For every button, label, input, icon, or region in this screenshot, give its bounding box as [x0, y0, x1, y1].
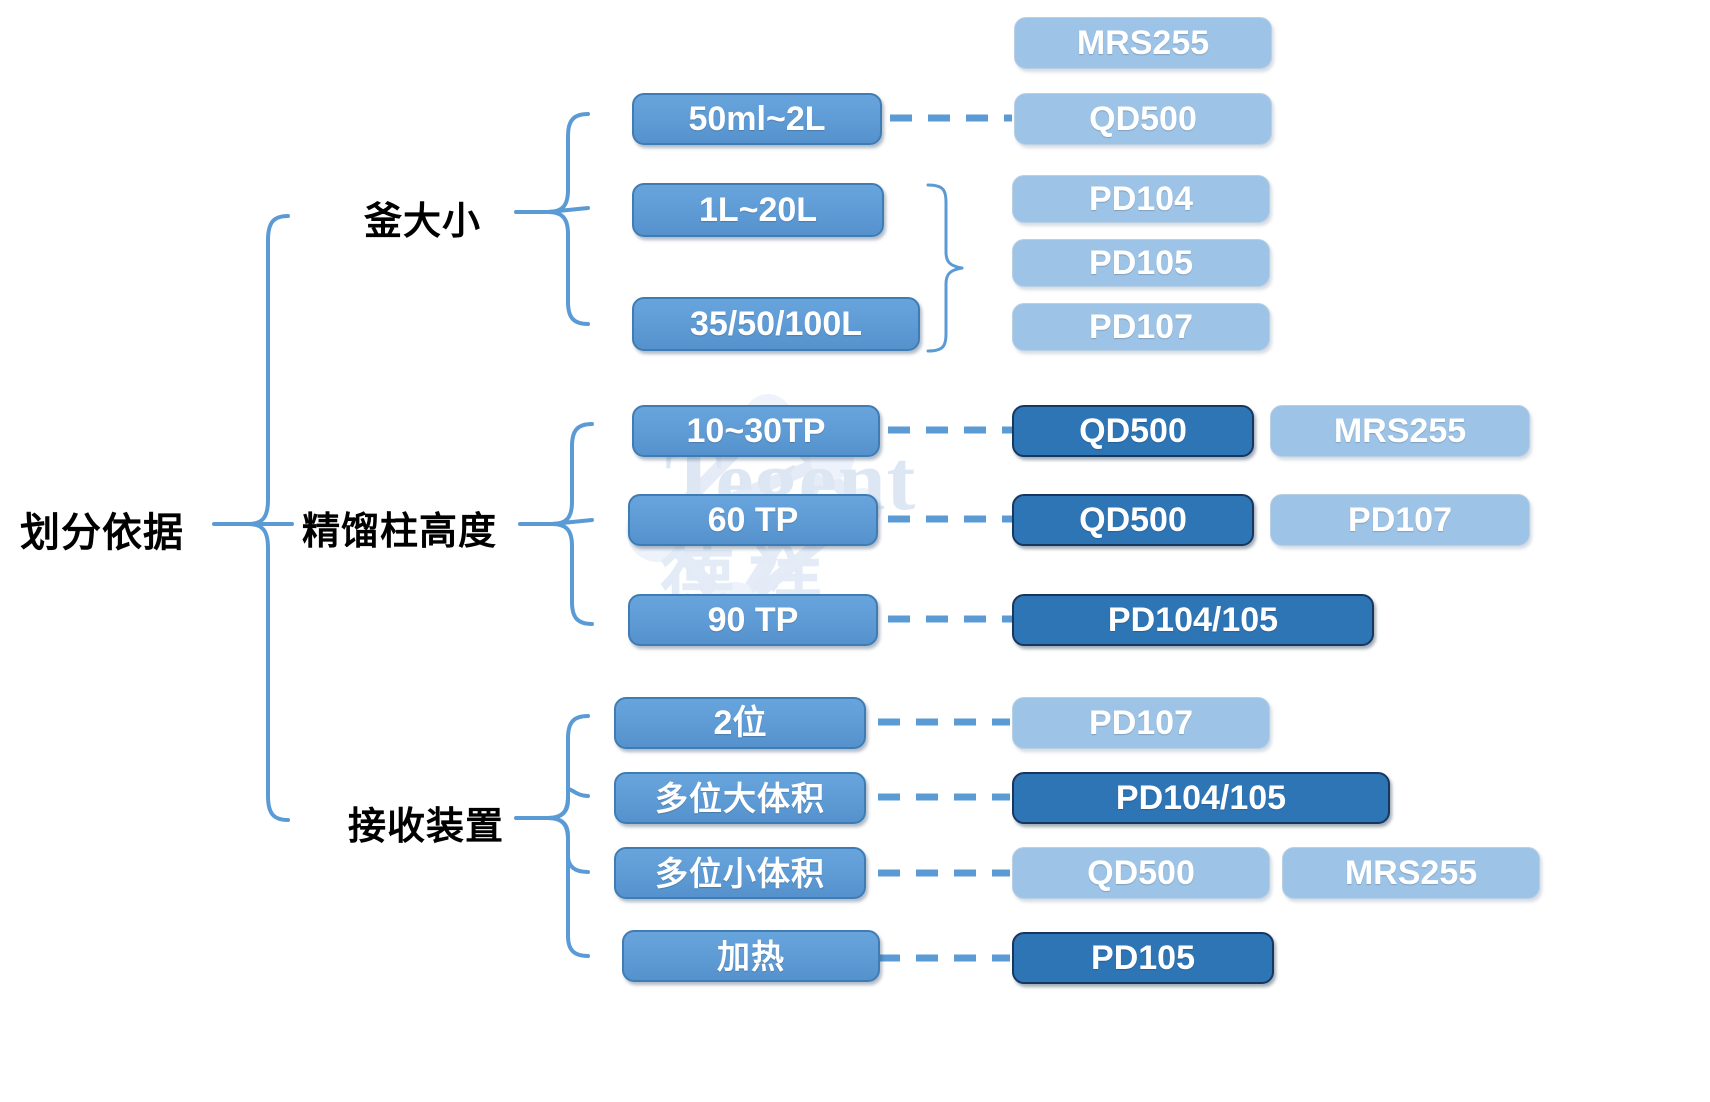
result-box-qd500-d[interactable]: QD500: [1012, 847, 1270, 899]
criteria-label: 多位大体积: [655, 779, 825, 817]
result-label: PD107: [1089, 308, 1193, 346]
result-label: PD107: [1089, 704, 1193, 742]
result-box-pd107-c[interactable]: PD107: [1012, 697, 1270, 749]
criteria-label: 10~30TP: [686, 412, 826, 450]
criteria-label: 加热: [717, 937, 785, 975]
criteria-label: 35/50/100L: [689, 305, 863, 343]
result-box-mrs255-c[interactable]: MRS255: [1282, 847, 1540, 899]
result-label: QD500: [1079, 501, 1187, 539]
result-label: MRS255: [1344, 854, 1478, 892]
criteria-box-50ml-2l[interactable]: 50ml~2L: [632, 93, 882, 145]
branch-label-receiver: 接收装置: [348, 806, 505, 848]
branch-label-column-height: 精馏柱高度: [302, 511, 498, 553]
result-label: MRS255: [1076, 24, 1210, 62]
criteria-box-35-50-100l[interactable]: 35/50/100L: [632, 297, 920, 351]
result-box-qd500-c[interactable]: QD500: [1012, 494, 1254, 546]
criteria-label: 2位: [713, 704, 767, 742]
criteria-label: 1L~20L: [698, 191, 818, 229]
result-label: PD105: [1091, 939, 1195, 977]
criteria-label: 60 TP: [707, 501, 799, 539]
result-label: QD500: [1089, 100, 1197, 138]
result-box-pd104-a[interactable]: PD104: [1012, 175, 1270, 223]
result-box-qd500-b[interactable]: QD500: [1012, 405, 1254, 457]
criteria-label: 90 TP: [707, 601, 799, 639]
criteria-box-10-30tp[interactable]: 10~30TP: [632, 405, 880, 457]
criteria-box-multi-small-volume[interactable]: 多位小体积: [614, 847, 866, 899]
result-label: PD104/105: [1115, 779, 1287, 817]
result-label: PD107: [1348, 501, 1452, 539]
result-box-pd107-a[interactable]: PD107: [1012, 303, 1270, 351]
branch-label-kettle-size: 釜大小: [364, 201, 482, 243]
criteria-box-heating[interactable]: 加热: [622, 930, 880, 982]
result-label: MRS255: [1333, 412, 1467, 450]
result-box-pd105-b[interactable]: PD105: [1012, 932, 1274, 984]
result-box-mrs255-b[interactable]: MRS255: [1270, 405, 1530, 457]
result-box-pd107-b[interactable]: PD107: [1270, 494, 1530, 546]
criteria-box-multi-large-volume[interactable]: 多位大体积: [614, 772, 866, 824]
result-label: QD500: [1087, 854, 1195, 892]
root-label: 划分依据: [20, 511, 184, 555]
result-box-pd104-105-b[interactable]: PD104/105: [1012, 772, 1390, 824]
result-label: PD104/105: [1107, 601, 1279, 639]
result-label: QD500: [1079, 412, 1187, 450]
result-box-pd104-105-a[interactable]: PD104/105: [1012, 594, 1374, 646]
criteria-label: 50ml~2L: [688, 100, 826, 138]
criteria-box-2-positions[interactable]: 2位: [614, 697, 866, 749]
criteria-box-1l-20l[interactable]: 1L~20L: [632, 183, 884, 237]
result-box-qd500-a[interactable]: QD500: [1014, 93, 1272, 145]
criteria-label: 多位小体积: [655, 854, 825, 892]
result-label: PD104: [1089, 180, 1193, 218]
result-box-pd105-a[interactable]: PD105: [1012, 239, 1270, 287]
result-box-mrs255-a[interactable]: MRS255: [1014, 17, 1272, 69]
criteria-box-90tp[interactable]: 90 TP: [628, 594, 878, 646]
criteria-box-60tp[interactable]: 60 TP: [628, 494, 878, 546]
result-label: PD105: [1089, 244, 1193, 282]
